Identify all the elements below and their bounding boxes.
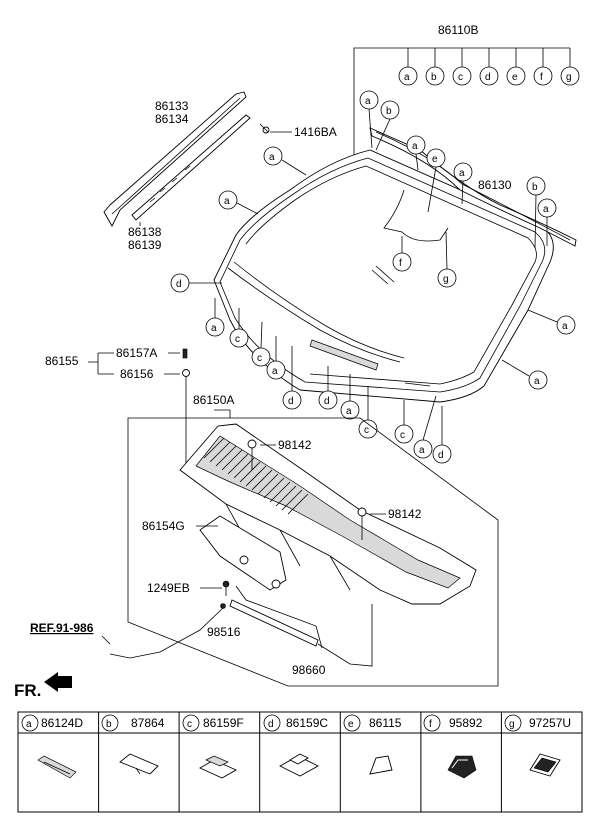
svg-text:a: a (365, 96, 371, 107)
label-86134: 86134 (155, 112, 189, 126)
label-86138: 86138 (128, 225, 162, 239)
svg-text:a: a (211, 323, 217, 334)
legend-cell-a: a 86124D (21, 714, 83, 779)
svg-text:b: b (431, 72, 437, 83)
svg-text:86124D: 86124D (41, 716, 83, 730)
stopper-icon (369, 755, 393, 775)
svg-text:95892: 95892 (449, 716, 483, 730)
front-indicator: FR. (14, 681, 41, 700)
cowl-top-panel (179, 423, 477, 649)
svg-text:d: d (438, 450, 444, 461)
svg-text:c: c (364, 425, 369, 436)
svg-text:a: a (346, 406, 352, 417)
svg-text:b: b (532, 182, 538, 193)
svg-text:a: a (26, 719, 32, 730)
svg-text:97257U: 97257U (529, 716, 571, 730)
svg-text:c: c (458, 72, 463, 83)
svg-text:86159F: 86159F (203, 716, 244, 730)
svg-text:a: a (419, 445, 425, 456)
label-98142-upper: 98142 (278, 438, 312, 452)
svg-text:e: e (432, 154, 438, 165)
svg-text:a: a (534, 376, 540, 387)
label-86130: 86130 (478, 178, 512, 192)
svg-text:b: b (386, 106, 392, 117)
label-86139: 86139 (128, 238, 162, 252)
pad-bracket-icon (279, 753, 319, 777)
ref-91-986[interactable]: REF.91-986 (30, 621, 94, 635)
svg-text:c: c (257, 353, 262, 364)
svg-text:d: d (268, 719, 274, 730)
spacer-clip-icon (119, 753, 159, 775)
clip-98142-upper (247, 439, 276, 470)
label-98142-lower: 98142 (388, 507, 422, 521)
cowl-group-frame (127, 417, 499, 687)
svg-text:d: d (485, 72, 491, 83)
svg-text:g: g (443, 274, 449, 285)
label-98660: 98660 (292, 663, 326, 677)
svg-text:d: d (176, 279, 182, 290)
svg-text:a: a (412, 141, 418, 152)
label-86157A: 86157A (116, 346, 157, 360)
svg-text:d: d (288, 396, 294, 407)
bolt-1249EB (200, 580, 230, 596)
windshield-glass (213, 149, 554, 403)
clip-86156-icon (182, 369, 190, 377)
label-86156: 86156 (120, 367, 154, 381)
side-molding-part (103, 91, 251, 227)
screw-1416BA (259, 123, 292, 134)
windshield-callouts: a b a a e a b a a f g d a a a c c a d (170, 90, 576, 464)
svg-text:a: a (562, 321, 568, 332)
seal-98660 (229, 599, 373, 667)
svg-text:c: c (187, 719, 192, 730)
legend-cell-g: g 97257U (504, 714, 571, 777)
hose-98516 (109, 603, 226, 659)
svg-text:e: e (512, 72, 518, 83)
clip-98142-lower (357, 507, 386, 540)
legend-cell-c: c 86159F (182, 714, 244, 779)
label-1416BA: 1416BA (294, 125, 337, 139)
clip-86157A-icon (182, 348, 188, 359)
svg-text:g: g (509, 719, 515, 730)
svg-text:86159C: 86159C (286, 716, 328, 730)
svg-text:e: e (348, 719, 354, 730)
svg-text:a: a (269, 152, 275, 163)
pad-clip-icon (199, 755, 237, 779)
top-callout-letters: a b c d e f g (398, 66, 580, 86)
molding-clip-icon (37, 755, 77, 779)
sensor-pad-icon (529, 753, 561, 777)
svg-text:f: f (540, 72, 543, 83)
svg-text:a: a (272, 366, 278, 377)
svg-text:b: b (106, 719, 112, 730)
svg-text:g: g (566, 72, 572, 83)
svg-text:87864: 87864 (131, 716, 165, 730)
svg-text:f: f (429, 719, 432, 730)
svg-text:a: a (459, 168, 465, 179)
label-86133: 86133 (155, 99, 189, 113)
label-86110B: 86110B (438, 23, 478, 37)
front-arrow-icon (44, 672, 72, 692)
svg-text:c: c (235, 334, 240, 345)
svg-text:c: c (400, 430, 405, 441)
legend-cell-b: b 87864 (101, 714, 165, 775)
label-86150A: 86150A (193, 393, 234, 407)
legend-cell-d: d 86159C (263, 714, 328, 777)
svg-text:a: a (404, 72, 410, 83)
svg-text:86115: 86115 (369, 716, 402, 730)
label-98516: 98516 (207, 625, 241, 639)
svg-text:f: f (399, 258, 402, 269)
label-1249EB: 1249EB (147, 581, 190, 595)
label-86155: 86155 (45, 354, 79, 368)
svg-text:a: a (543, 204, 549, 215)
label-86154G: 86154G (142, 519, 185, 533)
svg-text:a: a (224, 196, 230, 207)
legend-cell-e: e 86115 (343, 714, 402, 775)
legend-cell-f: f 95892 (423, 714, 483, 779)
svg-text:d: d (324, 396, 330, 407)
sensor-bracket-icon (447, 755, 477, 779)
